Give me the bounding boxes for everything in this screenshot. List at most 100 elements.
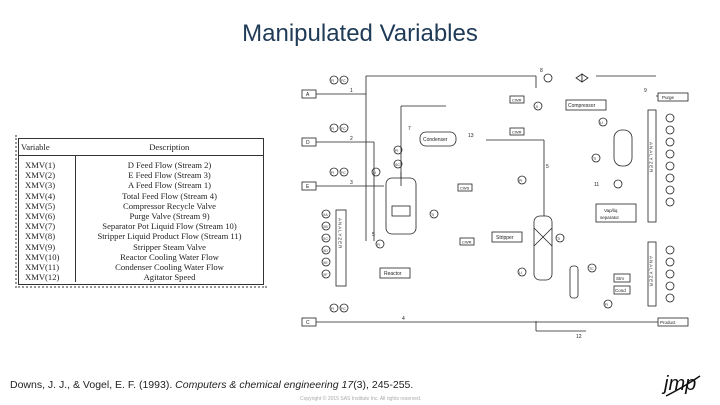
variable-cell: XMV(12) [19, 272, 76, 283]
citation-rest: (3), 245-255. [353, 379, 414, 391]
variable-cell: XMV(7) [19, 221, 76, 232]
svg-text:TI: TI [431, 213, 434, 217]
svg-text:13: 13 [468, 133, 474, 139]
svg-text:Reactor: Reactor [384, 271, 402, 277]
table-row: XMV(9) Stripper Steam Valve [19, 241, 263, 252]
description-cell: Separator Pot Liquid Flow (Stream 10) [102, 221, 237, 232]
column-header-description: Description [75, 139, 263, 156]
table-row: XMV(12) Agitator Speed [19, 272, 263, 283]
svg-text:CWS: CWS [460, 186, 470, 191]
svg-text:FI: FI [605, 303, 608, 307]
svg-text:PI: PI [395, 149, 398, 153]
description-cell: Stripper Liquid Product Flow (Stream 11) [97, 231, 242, 242]
svg-text:12: 12 [576, 334, 582, 338]
table-row: XMV(2) E Feed Flow (Stream 3) [19, 170, 263, 181]
svg-text:FI: FI [331, 127, 334, 131]
description-cell: Condenser Cooling Water Flow [115, 262, 224, 273]
svg-text:FC: FC [341, 171, 346, 175]
svg-text:CWR: CWR [512, 130, 522, 135]
variable-cell: XMV(11) [19, 262, 76, 273]
citation: Downs, J. J., & Vogel, E. F. (1993). Com… [10, 379, 413, 391]
description-cell: A Feed Flow (Stream 1) [127, 180, 212, 191]
svg-text:1: 1 [350, 88, 353, 94]
variables-table: Variable Description XMV(1)D Feed Flow (… [19, 139, 263, 283]
svg-text:Cond: Cond [615, 288, 626, 293]
svg-text:XC: XC [323, 237, 328, 241]
svg-text:FC: FC [341, 127, 346, 131]
svg-text:11: 11 [594, 182, 599, 188]
manipulated-variables-table: Variable Description XMV(1)D Feed Flow (… [15, 135, 267, 288]
svg-text:Stripper: Stripper [496, 235, 514, 241]
citation-authors: Downs, J. J., & Vogel, E. F. (1993). [10, 379, 176, 391]
svg-text:CWR: CWR [512, 98, 522, 103]
table-header-row: Variable Description [19, 139, 263, 156]
svg-text:PI: PI [519, 179, 522, 183]
svg-text:Condenser: Condenser [423, 137, 448, 143]
svg-text:FI: FI [331, 171, 334, 175]
svg-text:7: 7 [408, 126, 411, 132]
reboiler: Stm Cond TC FI [569, 263, 631, 309]
variable-cell: XMV(2) [19, 170, 76, 181]
table-row: XMV(11) Condenser Cooling Water Flow [19, 262, 263, 273]
feed-flow-controls: FI FC FI FC FI FC FI FC 1 2 3 4 [329, 75, 405, 322]
feed-e: E [301, 181, 384, 191]
table-row: XMV(4)Total Feed Flow (Stream 4) [19, 190, 263, 201]
svg-text:Vap/liq: Vap/liq [604, 208, 618, 213]
jmp-logo: jmp [661, 373, 701, 397]
svg-text:TI: TI [557, 237, 560, 241]
reactor-feed-analyzer: ANALYZER XA XB XC XD XE XF 5 [321, 209, 375, 287]
svg-text:JI: JI [535, 105, 538, 109]
svg-text:XA: XA [323, 213, 328, 217]
variable-cell: XMV(5) [19, 200, 76, 212]
variable-cell: XMV(6) [19, 211, 76, 222]
condenser: Condenser 13 7 [408, 126, 474, 147]
feed-a: A [301, 89, 366, 99]
svg-text:ANALYZER: ANALYZER [649, 256, 654, 287]
table-row: XMV(10)Reactor Cooling Water Flow [19, 251, 263, 263]
variable-cell: XMV(3) [19, 180, 76, 191]
citation-volume: 17 [341, 379, 354, 391]
description-cell: Agitator Speed [143, 272, 196, 283]
svg-text:LI: LI [519, 271, 522, 275]
variable-cell: XMV(8) [19, 231, 76, 242]
citation-journal: Computers & chemical engineering [175, 379, 339, 391]
svg-text:Compressor: Compressor [568, 103, 596, 109]
table-row: XMV(7) Separator Pot Liquid Flow (Stream … [19, 221, 263, 232]
svg-text:2: 2 [350, 136, 353, 142]
variable-cell: XMV(1) [19, 155, 76, 171]
feed-c: C [301, 317, 626, 327]
table-row: XMV(3) A Feed Flow (Stream 1) [19, 180, 263, 191]
svg-text:jmp: jmp [661, 373, 696, 395]
svg-text:FC: FC [341, 307, 346, 311]
table-row: XMV(1)D Feed Flow (Stream 2) [19, 155, 263, 171]
process-flow-diagram: A D E C FI FC FI FC FI FC FI FC 1 2 3 4 [301, 68, 689, 338]
variable-cell: XMV(9) [19, 241, 76, 252]
svg-text:FI: FI [331, 79, 334, 83]
svg-text:LI: LI [373, 171, 376, 175]
svg-text:3: 3 [350, 180, 353, 186]
description-cell: Total Feed Flow (Stream 4) [122, 190, 217, 201]
svg-text:5: 5 [546, 164, 549, 170]
description-cell: Stripper Steam Valve [133, 241, 206, 252]
description-cell: E Feed Flow (Stream 3) [128, 170, 211, 181]
svg-text:5: 5 [372, 232, 375, 238]
svg-text:8: 8 [540, 68, 543, 74]
vapor-liquid-separator: Vap/liq separator LI TI 11 [591, 117, 637, 223]
svg-text:XF: XF [323, 273, 327, 277]
svg-text:ANALYZER: ANALYZER [338, 218, 343, 249]
svg-text:Stm: Stm [616, 276, 624, 281]
svg-text:TC: TC [589, 267, 594, 271]
description-cell: Purge Valve (Stream 9) [129, 211, 210, 222]
svg-text:9: 9 [644, 88, 647, 94]
description-cell: Compressor Recycle Valve [123, 200, 216, 211]
table-row: XMV(6) Purge Valve (Stream 9) [19, 211, 263, 222]
column-header-variable: Variable [19, 139, 76, 156]
product-analyzer: ANALYZER [647, 241, 675, 307]
svg-text:4: 4 [402, 316, 405, 322]
svg-text:CWR: CWR [462, 240, 472, 245]
svg-text:separator: separator [600, 215, 620, 220]
reactor: Reactor PI LI SC TI FI [371, 145, 439, 279]
stripper: Stripper TI LI PI 5 12 [491, 164, 582, 338]
outlets: Purge Product 9 8 [540, 68, 689, 327]
svg-text:XE: XE [323, 261, 328, 265]
